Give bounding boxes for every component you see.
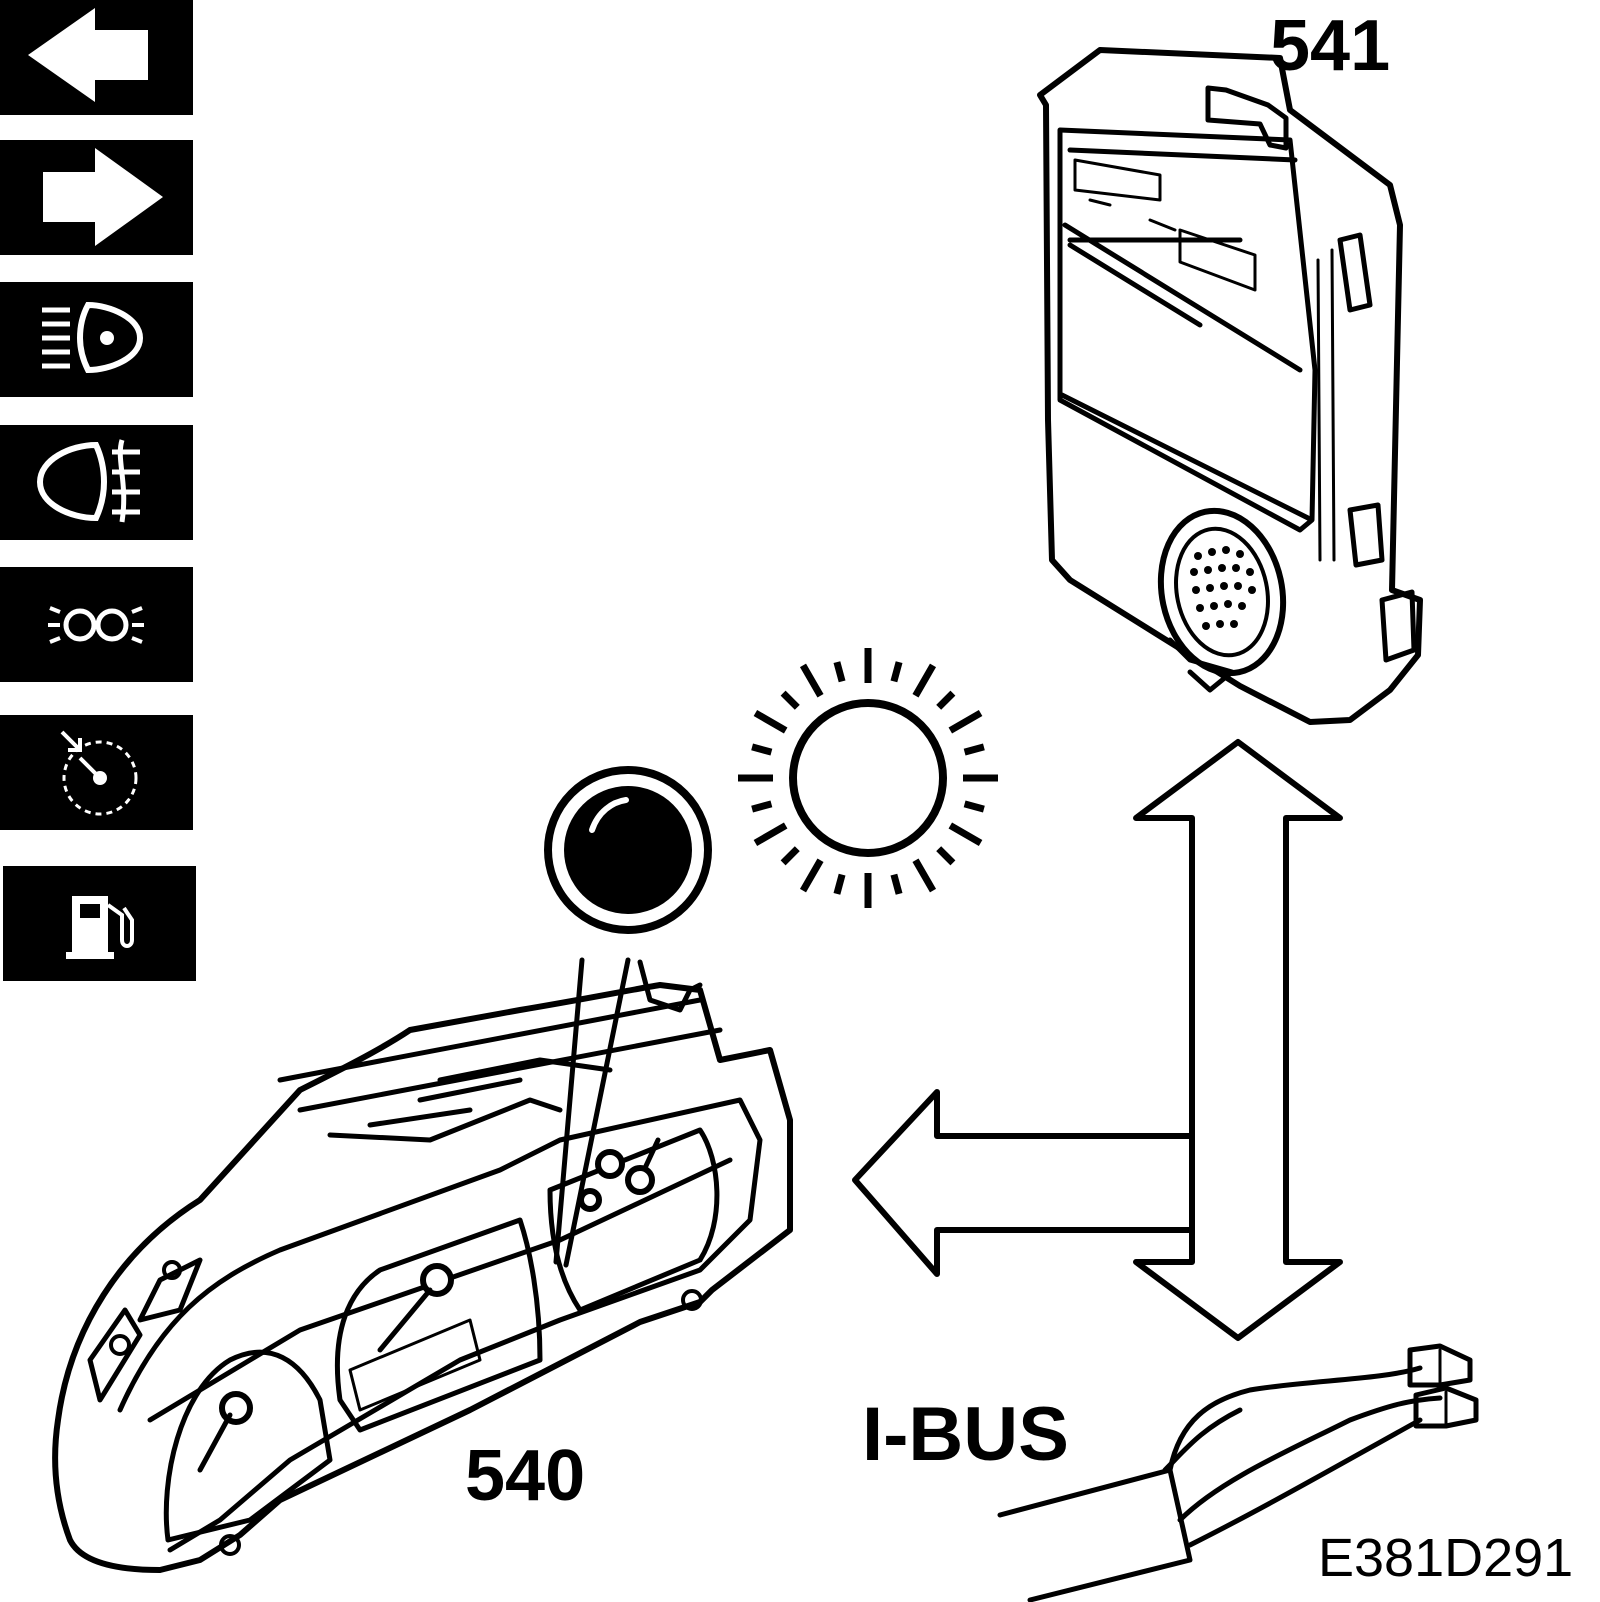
sun-ray [751, 743, 773, 756]
sun-ray [890, 873, 903, 895]
sun-ray [751, 800, 773, 813]
sun-ray [780, 690, 800, 710]
sun-ray [780, 846, 800, 866]
sun-ray [753, 709, 788, 734]
light-sensor-dark-icon [544, 766, 712, 934]
light-sensor-bright-icon [738, 648, 998, 908]
sun-ray [799, 858, 824, 893]
instrument-cluster-540 [52, 957, 793, 1573]
sun-ray [948, 822, 983, 847]
bus-connector [997, 1343, 1479, 1602]
connector-pins [1190, 546, 1256, 630]
sun-ray [936, 846, 956, 866]
turn-right-arrow-icon [0, 140, 193, 255]
sun-ray [912, 858, 937, 893]
rear-fog-light-icon [0, 425, 193, 540]
sun-ray [833, 661, 846, 683]
high-beam-icon [0, 282, 193, 397]
bus-arrows [852, 739, 1343, 1341]
parking-light-icon [0, 567, 193, 682]
figure-code: E381D291 [1318, 1528, 1573, 1588]
sun-ray [753, 822, 788, 847]
fuel-level-icon [3, 866, 196, 981]
sun-ray [890, 661, 903, 683]
sun-ray [799, 663, 824, 698]
sun-ray [833, 873, 846, 895]
trip-reset-dial-icon [0, 715, 193, 830]
control-module-541 [1037, 47, 1423, 725]
sun-ray [912, 663, 937, 698]
turn-left-arrow-icon [0, 0, 193, 115]
sun-ray [963, 743, 985, 756]
i-bus-label: I-BUS [862, 1392, 1069, 1477]
sun-ray [963, 800, 985, 813]
module-541-label: 541 [1270, 6, 1390, 86]
sun-ray [936, 690, 956, 710]
cluster-540-label: 540 [465, 1436, 585, 1516]
indicator-icon-column [0, 0, 196, 981]
sun-ray [948, 709, 983, 734]
